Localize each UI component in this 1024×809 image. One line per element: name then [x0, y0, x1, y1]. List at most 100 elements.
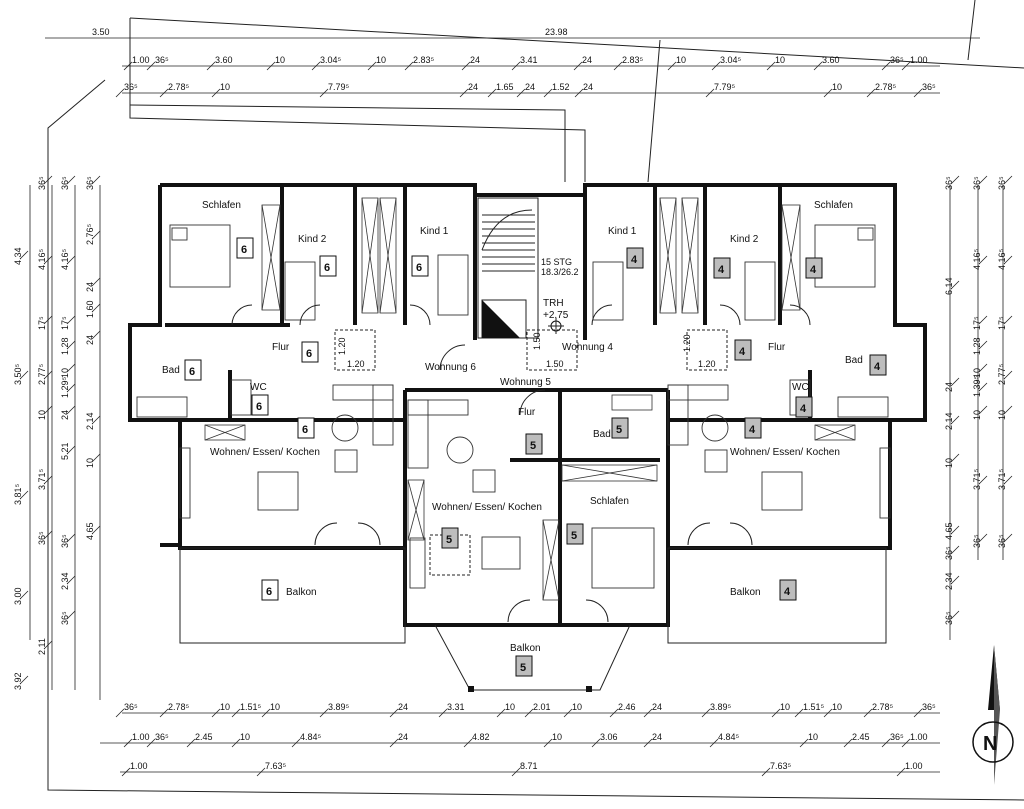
unit-number: 6: [324, 262, 330, 274]
dim-text: 24: [582, 55, 592, 65]
room-balkon-4: Balkon: [730, 587, 761, 598]
dim-text: 4.16⁵: [37, 248, 47, 270]
room-flur-5: Flur: [518, 407, 536, 418]
unit-number: 4: [631, 254, 638, 266]
dim-text: 36⁵: [124, 82, 138, 92]
small-dim: 1.20: [347, 359, 365, 369]
unit-number-box: [297, 417, 315, 439]
dim-text: 1.52: [552, 82, 570, 92]
dim-text: 24: [468, 82, 478, 92]
dim-text: 36⁵: [944, 176, 954, 190]
dim-text: 10: [60, 368, 70, 378]
room-bad-5: Bad: [593, 429, 611, 440]
dimension-lines: [29, 37, 1004, 773]
room-bad-6: Bad: [162, 365, 180, 376]
dim-text: 24: [85, 335, 95, 345]
unit-number-box: [611, 417, 629, 439]
small-dim: 1.50: [546, 359, 564, 369]
unit-number: 5: [571, 530, 577, 542]
dim-text: 10: [240, 732, 250, 742]
dim-text: 2.45: [195, 732, 213, 742]
dim-text: 10: [275, 55, 285, 65]
balcony-4: [667, 547, 887, 644]
unit-number: 5: [446, 534, 452, 546]
dim-text: 3.60: [822, 55, 840, 65]
dim-text: 2.83⁵: [413, 55, 435, 65]
room-kind1-6: Kind 1: [420, 226, 449, 237]
dim-text: 36⁵: [890, 55, 904, 65]
unit-number-box: [301, 341, 319, 363]
label-wohnung-5: Wohnung 5: [500, 377, 551, 388]
room-labels: Schlafen Kind 2 Kind 1 Flur Bad WC Wohne…: [162, 200, 863, 654]
dim-text: 1.28: [60, 337, 70, 355]
dim-text: 3.50: [92, 27, 110, 37]
dim-text: 4.84⁵: [718, 732, 740, 742]
dim-text: 3.60: [215, 55, 233, 65]
dim-text: 1.00: [910, 55, 928, 65]
unit-number: 6: [306, 348, 312, 360]
unit-number-box: [734, 339, 752, 361]
dim-text: 3.00: [13, 587, 23, 605]
dim-text: 2.77⁵: [37, 363, 47, 385]
dim-text: 1.39⁵: [972, 375, 982, 397]
room-schlafen-6: Schlafen: [202, 200, 241, 211]
dim-text: 36⁵: [944, 546, 954, 560]
dim-text: 2.78⁵: [872, 702, 894, 712]
room-schlafen-5: Schlafen: [590, 496, 629, 507]
unit-number-box: [713, 257, 731, 279]
dim-text: 5.21: [60, 442, 70, 460]
dim-text: 36⁵: [124, 702, 138, 712]
dim-text: 36⁵: [37, 176, 47, 190]
north-label: N: [983, 733, 997, 755]
unit-number-box: [779, 579, 797, 601]
dim-text: 24: [652, 702, 662, 712]
small-dim: 1.20: [682, 334, 692, 352]
room-wohnen-4: Wohnen/ Essen/ Kochen: [730, 447, 840, 458]
dim-text: 36⁵: [922, 702, 936, 712]
room-wc-4: WC: [792, 382, 809, 393]
unit-number-box: [869, 354, 887, 376]
small-dim: 1.50: [532, 332, 542, 350]
dim-text: 2.78⁵: [168, 82, 190, 92]
furniture: [136, 224, 891, 589]
unit-number: 4: [749, 424, 756, 436]
label-wohnung-4: Wohnung 4: [562, 342, 613, 353]
dim-text: 3.89⁵: [710, 702, 732, 712]
dim-text: 3.81⁵: [13, 483, 23, 505]
dim-text: 24: [652, 732, 662, 742]
dim-text: 3.41: [520, 55, 538, 65]
dim-text: 10: [832, 82, 842, 92]
dim-text: 3.71⁵: [972, 468, 982, 490]
dim-text: 2.77⁵: [997, 363, 1007, 385]
room-bad-4: Bad: [845, 355, 863, 366]
dim-text: 36⁵: [60, 176, 70, 190]
unit-number-box: [805, 257, 823, 279]
unit-number-box: [319, 255, 337, 277]
dim-right-cols: 36⁵6.14242.14104.6536⁵2.3436⁵36⁵4.16⁵17⁵…: [944, 175, 1013, 625]
dim-text: 10: [944, 458, 954, 468]
dim-text: 10: [37, 410, 47, 420]
dim-text: 1.51⁵: [803, 702, 825, 712]
dim-text: 3.89⁵: [328, 702, 350, 712]
unit-number-box: [236, 237, 254, 259]
dim-text: 6.14: [944, 277, 954, 295]
room-kind2-6: Kind 2: [298, 234, 327, 245]
dim-text: 36⁵: [155, 55, 169, 65]
dim-text: 4.84⁵: [300, 732, 322, 742]
dim-text: 2.78⁵: [875, 82, 897, 92]
dim-text: 10: [780, 702, 790, 712]
room-wohnen-6: Wohnen/ Essen/ Kochen: [210, 447, 320, 458]
dim-text: 2.14: [944, 412, 954, 430]
stair-level: +2.75: [543, 310, 569, 321]
dim-text: 36⁵: [60, 611, 70, 625]
unit-number: 6: [416, 262, 422, 274]
dim-text: 36⁵: [60, 534, 70, 548]
dim-text: 7.63⁵: [770, 761, 792, 771]
site-boundary: [47, 0, 1024, 801]
dim-text: 1.00: [130, 761, 148, 771]
dim-text: 10: [572, 702, 582, 712]
